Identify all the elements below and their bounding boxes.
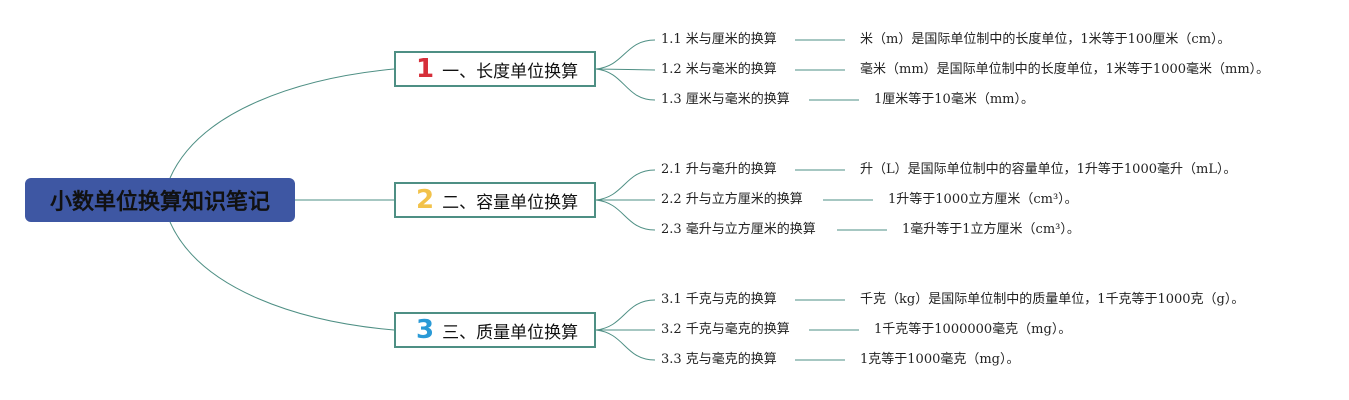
- subtopic-3-2[interactable]: 3.2 千克与毫克的换算: [661, 322, 790, 337]
- link-b1-i2: [595, 68, 656, 71]
- detail-1-3[interactable]: 1厘米等于10毫米（mm）。: [874, 92, 1034, 107]
- branch-label: 一、长度单位换算: [442, 61, 579, 82]
- detail-3-1[interactable]: 千克（kg）是国际单位制中的质量单位，1千克等于1000克（g）。: [860, 292, 1245, 307]
- branch-capacity[interactable]: 2 二、容量单位换算: [394, 182, 596, 218]
- detail-3-2[interactable]: 1千克等于1000000毫克（mg）。: [874, 322, 1072, 337]
- link-b3-i3: [595, 329, 656, 361]
- branch-length[interactable]: 1 一、长度单位换算: [394, 51, 596, 87]
- detail-2-3[interactable]: 1毫升等于1立方厘米（cm³）。: [902, 222, 1080, 237]
- subtopic-1-1[interactable]: 1.1 米与厘米的换算: [661, 32, 777, 47]
- subtopic-3-3[interactable]: 3.3 克与毫克的换算: [661, 352, 777, 367]
- link-b2-i1: [595, 169, 656, 201]
- root-topic[interactable]: 小数单位换算知识笔记: [25, 178, 295, 222]
- link-b2-i3: [595, 199, 656, 231]
- branch-label: 二、容量单位换算: [442, 192, 579, 213]
- detail-1-1[interactable]: 米（m）是国际单位制中的长度单位，1米等于100厘米（cm）。: [860, 32, 1231, 47]
- root-title: 小数单位换算知识笔记: [49, 190, 270, 215]
- branch-mass[interactable]: 3 三、质量单位换算: [394, 312, 596, 348]
- link-b1-i1: [595, 39, 656, 70]
- branch-label: 三、质量单位换算: [442, 322, 579, 343]
- link-b3-i1: [595, 299, 656, 331]
- subtopic-1-2[interactable]: 1.2 米与毫米的换算: [661, 62, 777, 77]
- detail-1-2[interactable]: 毫米（mm）是国际单位制中的长度单位，1米等于1000毫米（mm）。: [860, 62, 1270, 77]
- subtopic-2-2[interactable]: 2.2 升与立方厘米的换算: [661, 192, 803, 207]
- detail-2-2[interactable]: 1升等于1000立方厘米（cm³）。: [888, 192, 1078, 207]
- subtopic-1-3[interactable]: 1.3 厘米与毫米的换算: [661, 92, 790, 107]
- detail-2-1[interactable]: 升（L）是国际单位制中的容量单位，1升等于1000毫升（mL）。: [860, 162, 1237, 177]
- subtopic-3-1[interactable]: 3.1 千克与克的换算: [661, 292, 777, 307]
- link-root-branch-1: [169, 68, 395, 179]
- detail-3-3[interactable]: 1克等于1000毫克（mg）。: [860, 352, 1020, 367]
- number-2-icon: 2: [416, 185, 435, 215]
- subtopic-2-3[interactable]: 2.3 毫升与立方厘米的换算: [661, 222, 816, 237]
- link-root-branch-3: [169, 221, 395, 331]
- subtopic-2-1[interactable]: 2.1 升与毫升的换算: [661, 162, 777, 177]
- number-1-icon: 1: [416, 54, 435, 84]
- number-3-icon: 3: [416, 315, 435, 345]
- link-b1-i3: [595, 68, 656, 101]
